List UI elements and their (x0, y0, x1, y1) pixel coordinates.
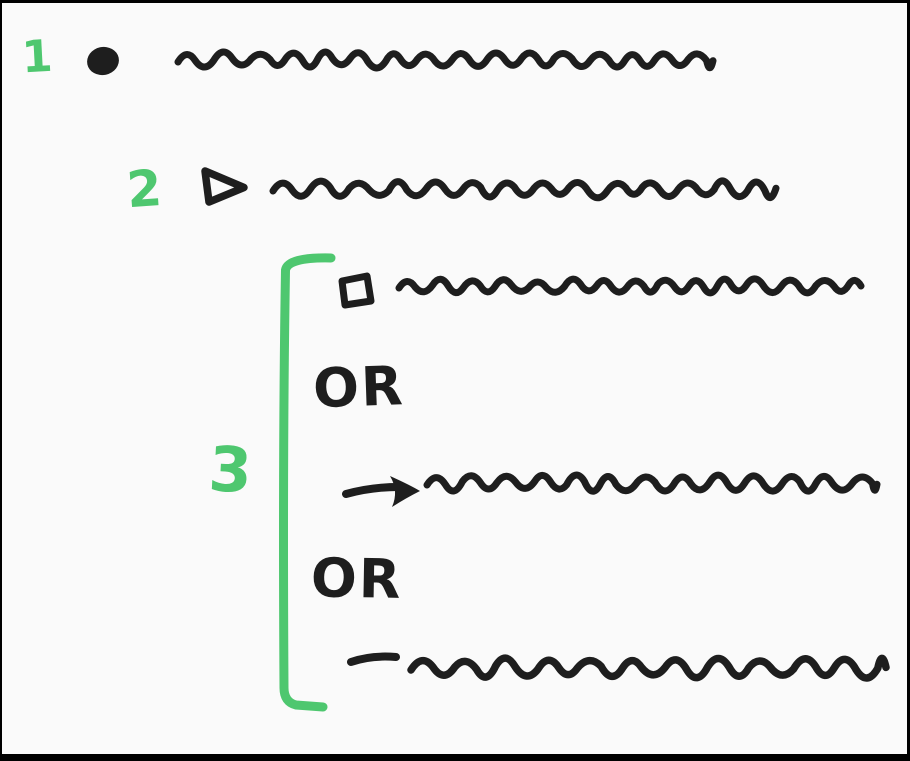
list-item-1: 1 (21, 31, 717, 84)
item-1-number: 1 (21, 31, 54, 84)
triangle-play-icon (201, 167, 248, 206)
item-3-number: 3 (207, 432, 254, 507)
list-item-3: 3 OR OR (207, 253, 890, 712)
or-separator-2: OR (310, 546, 403, 611)
list-item-2: 2 (125, 159, 780, 219)
sketch-canvas: 1 2 3 OR OR (2, 3, 907, 754)
arrow-right-icon (342, 483, 402, 498)
sketch-drawing: 1 2 3 OR OR (21, 31, 890, 712)
bullet-dot-icon (87, 46, 119, 76)
arrow-right-icon-head (390, 476, 420, 507)
scribble-text-line-3b (423, 471, 881, 495)
or-separator-1: OR (312, 354, 406, 420)
square-icon (338, 272, 375, 309)
scribble-text-line-3a (395, 275, 865, 297)
bracket (279, 253, 336, 712)
scribble-text-line-1 (174, 48, 717, 72)
scribble-text-line-3c (407, 654, 890, 682)
scribble-text-line-2 (269, 177, 780, 202)
item-2-number: 2 (125, 159, 164, 219)
dash-icon (347, 652, 400, 666)
